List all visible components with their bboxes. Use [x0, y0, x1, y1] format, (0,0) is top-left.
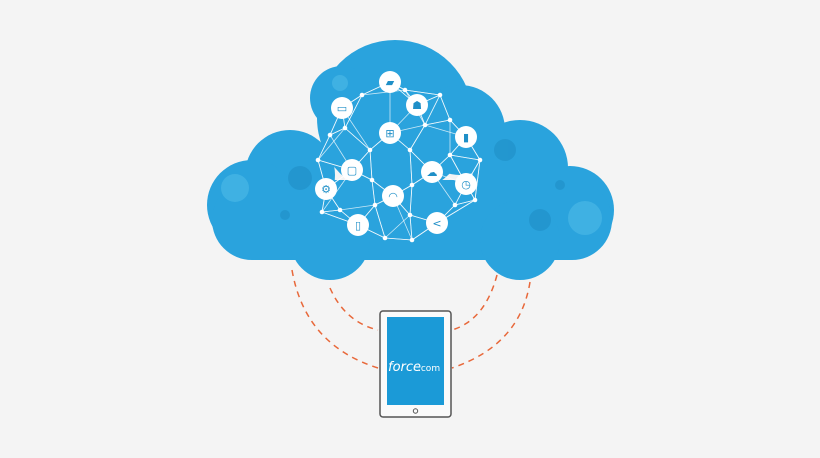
- network-node: [382, 235, 388, 241]
- network-link: [449, 154, 481, 161]
- network-node: [407, 212, 413, 218]
- tablet-screen: [387, 317, 444, 405]
- gear-icon: ⚙: [315, 178, 337, 200]
- svg-text:<: <: [432, 217, 441, 230]
- network-node: [372, 202, 378, 208]
- home-button: [412, 408, 419, 414]
- network-sphere: [317, 81, 481, 241]
- network-link: [409, 184, 413, 216]
- svg-text:⚙: ⚙: [321, 183, 331, 196]
- network-link: [344, 94, 363, 129]
- svg-text:⊞: ⊞: [385, 127, 394, 140]
- tablet: force .com: [379, 310, 452, 418]
- monitor-icon: ▢: [341, 159, 363, 181]
- network-link: [384, 237, 413, 241]
- network-node: [369, 177, 375, 183]
- network-link: [424, 94, 441, 126]
- network-link: [474, 159, 481, 201]
- svg-text:▯: ▯: [355, 219, 361, 232]
- network-link: [339, 204, 376, 211]
- network-link: [369, 149, 373, 181]
- network-link: [329, 127, 346, 136]
- network-node: [319, 209, 325, 215]
- network-link: [409, 149, 413, 186]
- network-link: [361, 89, 406, 96]
- phone-icon: ▯: [347, 214, 369, 236]
- network-node: [409, 182, 415, 188]
- network-node: [477, 157, 483, 163]
- svg-text:☗: ☗: [412, 99, 422, 112]
- network-link: [454, 199, 476, 206]
- svg-text:▮: ▮: [463, 131, 469, 144]
- network-link: [424, 119, 451, 126]
- network-node: [437, 92, 443, 98]
- network-link: [384, 214, 411, 239]
- network-node: [327, 132, 333, 138]
- network-node: [409, 237, 415, 243]
- network-node: [359, 92, 365, 98]
- svg-text:◷: ◷: [461, 178, 471, 191]
- windows-icon: ⊞: [379, 122, 401, 144]
- network-link: [371, 179, 376, 206]
- share-icon: <: [426, 212, 448, 234]
- network-node: [367, 147, 373, 153]
- signal-bars-icon: ▮: [455, 126, 477, 148]
- svg-text:☁: ☁: [427, 166, 438, 179]
- network-node: [315, 157, 321, 163]
- network-node: [407, 147, 413, 153]
- network-node: [452, 202, 458, 208]
- battery-icon: ▭: [331, 97, 353, 119]
- network-link: [317, 127, 346, 161]
- network-node: [402, 87, 408, 93]
- clock-icon: ◷: [455, 173, 477, 195]
- network-node: [447, 152, 453, 158]
- network-node: [342, 125, 348, 131]
- brand-main: force: [388, 360, 421, 375]
- network-link: [409, 214, 413, 241]
- network-link: [321, 209, 341, 213]
- brand-suffix: .com: [418, 364, 440, 374]
- network-link: [317, 134, 331, 161]
- network-link: [344, 127, 371, 151]
- network-link: [404, 89, 441, 96]
- android-icon: ☗: [406, 94, 428, 116]
- cloud-upload-icon: ☁: [421, 161, 443, 183]
- svg-text:▢: ▢: [347, 164, 357, 177]
- device-icons: ▰ ▭ ☗ ⊞ ▮ ▢ ☁ ⚙ ◷ ◠ ▯ <: [315, 71, 477, 236]
- network-node: [337, 207, 343, 213]
- cloud-highlights: [221, 75, 602, 235]
- svg-text:◠: ◠: [388, 190, 398, 203]
- cloud-texture: [280, 139, 565, 231]
- wifi-icon: ◠: [382, 185, 404, 207]
- svg-text:▭: ▭: [337, 102, 347, 115]
- folder-icon: ▰: [379, 71, 401, 93]
- network-link: [439, 94, 451, 121]
- network-link: [409, 124, 426, 151]
- network-node: [422, 122, 428, 128]
- network-link: [374, 204, 386, 239]
- network-node: [472, 197, 478, 203]
- network-node: [447, 117, 453, 123]
- svg-text:▰: ▰: [386, 76, 395, 89]
- connection-arcs: [291, 269, 531, 369]
- network-nodes: [315, 87, 483, 243]
